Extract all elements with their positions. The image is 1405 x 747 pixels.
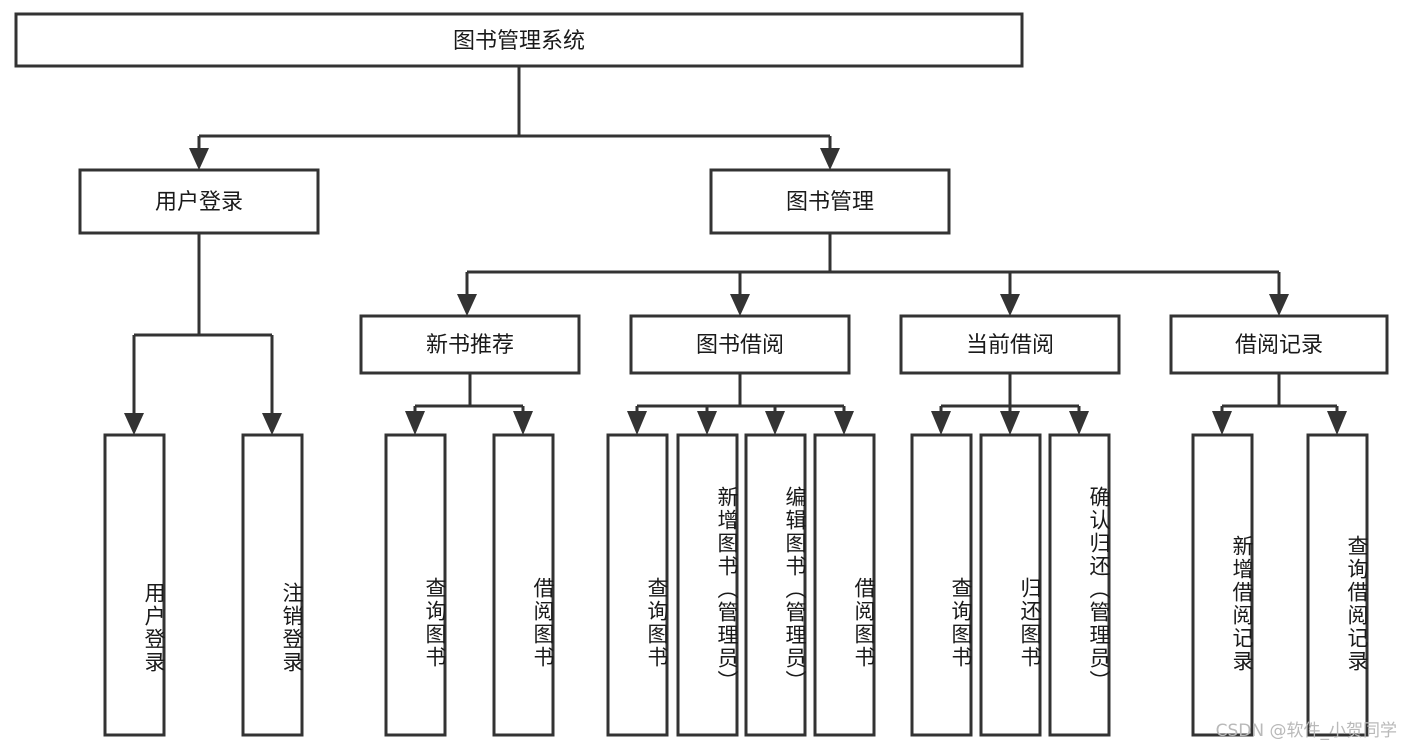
node-leaf-user-login-box[interactable] [103,433,166,737]
node-root[interactable]: 图书管理系统 [14,12,1024,68]
node-leaf-query-book-3-box[interactable] [910,433,973,737]
node-book-management[interactable]: 图书管理 [709,168,951,235]
arrow-head-leaf-confirm-return [1069,411,1089,435]
node-leaf-logout-box[interactable] [241,433,304,737]
node-leaf-add-book-box[interactable] [676,433,739,737]
arrow-head-leaf-query-record [1327,411,1347,435]
node-leaf-borrow-book-2-box[interactable] [813,433,876,737]
arrow-head-new-book-recommend [457,294,477,316]
csdn-watermark: CSDN @软件_小贺同学 [1215,721,1397,741]
node-new-book-recommend-label: 新书推荐 [426,333,514,358]
node-borrow-record-label: 借阅记录 [1235,333,1323,358]
node-user-login-label: 用户登录 [155,190,243,215]
node-book-borrow-box[interactable] [629,314,851,375]
node-book-management-box[interactable] [709,168,951,235]
arrow-head-leaf-add-record [1212,411,1232,435]
node-leaf-query-book-2-box[interactable] [606,433,669,737]
arrow-head-leaf-user-login [124,413,144,435]
arrow-head-leaf-query-book-3 [931,411,951,435]
arrow-head-leaf-borrow-book-2 [834,411,854,435]
arrow-head-user-login [189,148,209,170]
node-borrow-record[interactable]: 借阅记录 [1169,314,1389,375]
arrow-head-leaf-add-book [697,411,717,435]
node-user-login[interactable]: 用户登录 [78,168,320,235]
arrow-head-leaf-borrow-book-1 [513,411,533,435]
node-book-borrow-label: 图书借阅 [696,333,784,358]
node-user-login-box[interactable] [78,168,320,235]
arrow-head-leaf-logout [262,413,282,435]
node-root-label: 图书管理系统 [453,29,585,54]
node-root-box[interactable] [14,12,1024,68]
arrow-head-current-borrow [1000,294,1020,316]
arrow-head-leaf-query-book-2 [627,411,647,435]
node-book-management-label: 图书管理 [786,190,874,215]
node-current-borrow[interactable]: 当前借阅 [899,314,1121,375]
leaf-boxes-group [103,433,1369,737]
node-current-borrow-box[interactable] [899,314,1121,375]
node-current-borrow-label: 当前借阅 [966,333,1054,358]
arrow-head-leaf-query-book-1 [405,411,425,435]
arrow-head-borrow-record [1269,294,1289,316]
node-leaf-borrow-book-1-box[interactable] [492,433,555,737]
node-leaf-add-record-box[interactable] [1191,433,1254,737]
node-leaf-query-record-box[interactable] [1306,433,1369,737]
node-borrow-record-box[interactable] [1169,314,1389,375]
node-leaf-query-book-1-box[interactable] [384,433,447,737]
arrow-head-book-management [820,148,840,170]
node-leaf-return-book-box[interactable] [979,433,1042,737]
arrow-head-leaf-edit-book [765,411,785,435]
node-new-book-recommend[interactable]: 新书推荐 [359,314,581,375]
node-leaf-confirm-return-box[interactable] [1048,433,1111,737]
node-book-borrow[interactable]: 图书借阅 [629,314,851,375]
arrow-head-book-borrow [730,294,750,316]
node-new-book-recommend-box[interactable] [359,314,581,375]
arrow-head-leaf-return-book [1000,411,1020,435]
node-leaf-edit-book-box[interactable] [744,433,807,737]
connectors-group [124,66,1347,435]
